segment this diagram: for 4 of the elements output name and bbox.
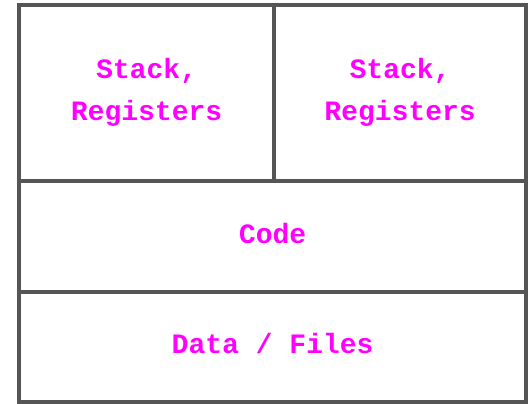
block-label: Data / Files <box>172 330 374 364</box>
block-label: Stack, Registers <box>70 55 224 131</box>
block-label: Stack, Registers <box>323 55 477 131</box>
block-label: Code <box>238 220 306 254</box>
